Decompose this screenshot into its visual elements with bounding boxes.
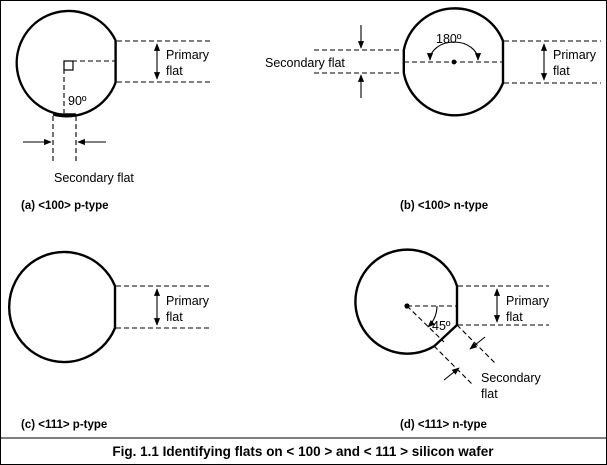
primary-flat-label-line2-c: flat — [166, 310, 183, 324]
panel-c: Primary flat (c) <111> p-type — [8, 250, 211, 431]
primary-flat-label-line1-c: Primary — [166, 294, 210, 308]
secondary-flat-label-b: Secondary flat — [265, 56, 345, 70]
caption-a: (a) <100> p-type — [21, 200, 109, 212]
angle-label-b: 180º — [436, 32, 462, 46]
wafer-c — [8, 250, 117, 364]
secondary-flat-arrow-lower-d — [443, 367, 460, 381]
primary-flat-label-line2-b: flat — [553, 64, 570, 78]
secondary-flat-label-line1-d: Secondary — [481, 371, 542, 385]
primary-flat-label-line2-a: flat — [166, 64, 183, 78]
caption-d: (d) <111> n-type — [400, 419, 487, 431]
primary-flat-label-line1-d: Primary — [506, 294, 550, 308]
center-diagonal-d — [406, 305, 445, 343]
primary-flat-label-line1-b: Primary — [553, 48, 597, 62]
panel-d: Primary flat 45º Secondary flat (d) <111… — [354, 248, 550, 431]
secondary-flat-label-line2-d: flat — [481, 387, 498, 401]
wafer-b — [402, 7, 505, 117]
wafer-center-b — [451, 59, 457, 65]
caption-c: (c) <111> p-type — [21, 419, 107, 431]
wafer-a — [15, 9, 117, 118]
angle-label-d: 45º — [432, 319, 451, 333]
primary-flat-label-line2-d: flat — [506, 310, 523, 324]
secondary-flat-label-a: Secondary flat — [54, 171, 134, 185]
primary-flat-label-line1-a: Primary — [166, 48, 210, 62]
secondary-flat-arrow-upper-d — [469, 336, 486, 350]
secondary-flat-guide-lower-d — [433, 345, 474, 386]
angle-label-a: 90º — [68, 94, 87, 108]
figure-title: Fig. 1.1 Identifying flats on < 100 > an… — [112, 444, 494, 459]
panel-a: Primary flat 90º Secondary flat (a) <100… — [15, 9, 211, 212]
angle-arc-d — [427, 305, 438, 328]
caption-b: (b) <100> n-type — [400, 200, 488, 212]
panel-b: Primary flat 180º Secondary flat (b) <10… — [265, 7, 601, 212]
right-angle-mark-a — [63, 60, 74, 71]
wafer-d — [354, 248, 459, 355]
angle-arc-b — [426, 41, 482, 61]
